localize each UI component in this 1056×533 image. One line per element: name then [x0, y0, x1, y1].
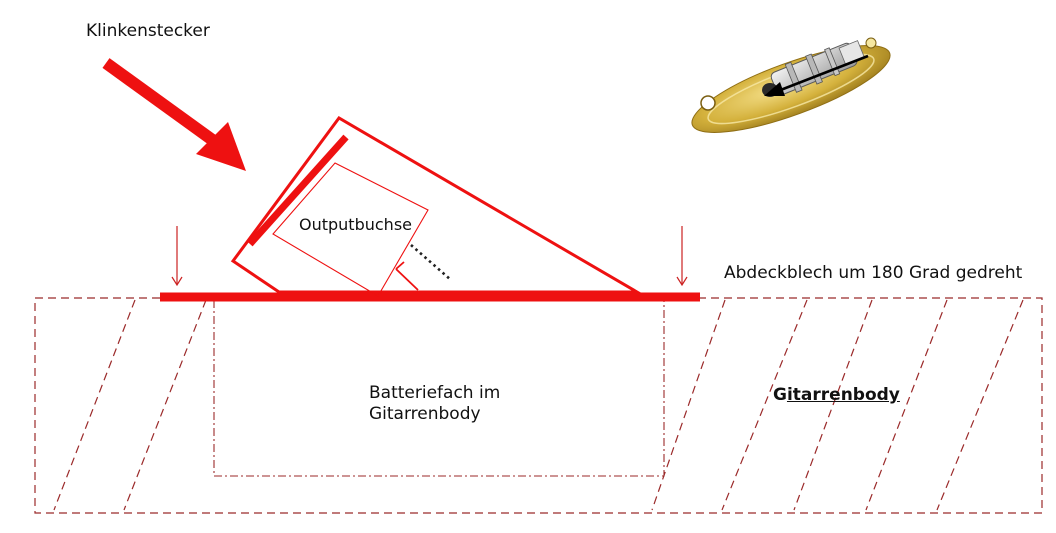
- plug-direction-arrow: [102, 58, 246, 171]
- label-battery-line1: Batteriefach im: [369, 383, 501, 403]
- label-battery-line2: Gitarrenbody: [369, 404, 481, 425]
- jack-plate-photo-icon: [691, 37, 891, 133]
- battery-compartment-outline: [213, 300, 665, 477]
- jack-pin: [395, 261, 419, 291]
- screw-arrows: [171, 226, 688, 287]
- label-plug: Klinkenstecker: [86, 21, 210, 41]
- insertion-dotted-line: [410, 244, 452, 281]
- label-cover-plate: Abdeckblech um 180 Grad gedreht: [724, 263, 1023, 283]
- label-guitar-body: Gitarrenbody: [773, 385, 900, 406]
- label-output-jack: Outputbuchse: [299, 215, 412, 234]
- label-battery-compartment: Batteriefach im Gitarrenbody: [369, 383, 569, 426]
- bracket-front-strip: [247, 134, 349, 247]
- arrow-icon: [764, 54, 869, 96]
- tilted-mount-bracket: [230, 116, 643, 294]
- label-guitar-body-rest: itarrenbody: [786, 385, 900, 405]
- output-jack-outline: [272, 162, 429, 297]
- label-guitar-body-first: G: [773, 385, 787, 405]
